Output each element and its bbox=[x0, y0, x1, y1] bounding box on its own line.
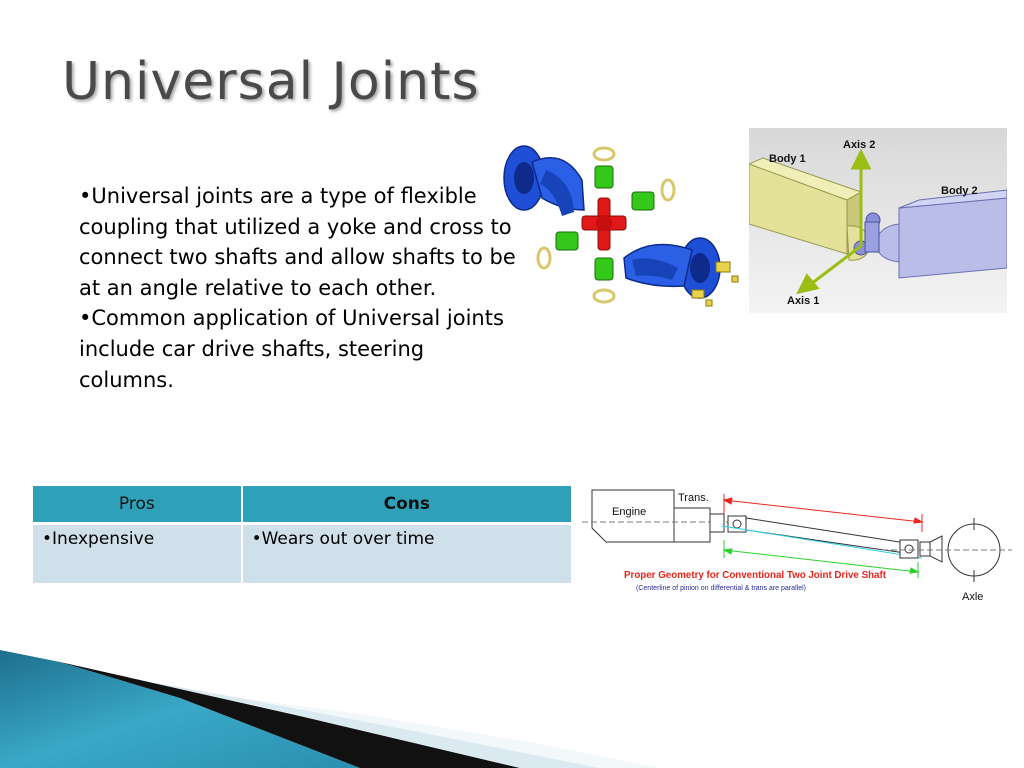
bullet-list: •Universal joints are a type of flexible… bbox=[79, 181, 519, 395]
table-row: •Inexpensive •Wears out over time bbox=[33, 523, 571, 583]
pros-cons-table: Pros Cons •Inexpensive •Wears out over t… bbox=[33, 486, 571, 583]
table-cell-pros: •Inexpensive bbox=[33, 523, 243, 583]
body2-shaft-shape bbox=[874, 189, 1007, 279]
exploded-ujoint-image bbox=[503, 145, 739, 307]
rear-joint-shape bbox=[899, 539, 931, 559]
snap-rings-shape bbox=[536, 146, 676, 304]
cross-joint-shape bbox=[853, 212, 881, 256]
driveshaft-tube-shape bbox=[745, 517, 913, 555]
slide-title: Universal Joints bbox=[62, 52, 480, 112]
body2-label: Body 2 bbox=[941, 185, 978, 197]
ujoint-3d-diagram: Body 1 Axis 2 Body 2 Axis 1 bbox=[749, 128, 1007, 313]
green-dimension-line bbox=[722, 540, 920, 578]
pros-header: Pros bbox=[33, 486, 243, 525]
bearing-caps-shape bbox=[555, 165, 655, 281]
table-cell-cons: •Wears out over time bbox=[241, 523, 571, 583]
bullet-item: •Common application of Universal joints … bbox=[79, 306, 504, 392]
cross-spider-shape bbox=[581, 197, 627, 251]
grease-fittings-shape bbox=[691, 261, 739, 307]
left-yoke-shape bbox=[503, 145, 585, 216]
engine-label: Engine bbox=[612, 506, 646, 518]
axis1-label: Axis 1 bbox=[787, 295, 819, 307]
axis2-label: Axis 2 bbox=[843, 139, 875, 151]
decorative-swoosh bbox=[0, 650, 660, 768]
geometry-subcaption: (Centerline of pinion on differential & … bbox=[636, 585, 806, 592]
right-yoke-shape bbox=[623, 237, 721, 299]
cons-header: Cons bbox=[241, 486, 571, 525]
driveshaft-geometry-diagram: Engine Trans. Axle Proper Geometry for C… bbox=[582, 489, 1012, 603]
driveshaft-centerline bbox=[721, 525, 923, 559]
red-dimension-line bbox=[722, 494, 924, 532]
axis2-arrow bbox=[850, 148, 872, 246]
axle-label: Axle bbox=[962, 591, 983, 603]
table-header-row: Pros Cons bbox=[33, 486, 571, 525]
transmission-shape bbox=[673, 507, 711, 543]
axis1-arrow bbox=[796, 244, 862, 295]
body1-label: Body 1 bbox=[769, 153, 806, 165]
bullet-item: •Universal joints are a type of flexible… bbox=[79, 184, 516, 300]
trans-label: Trans. bbox=[678, 492, 709, 504]
geometry-caption: Proper Geometry for Conventional Two Joi… bbox=[624, 570, 887, 581]
